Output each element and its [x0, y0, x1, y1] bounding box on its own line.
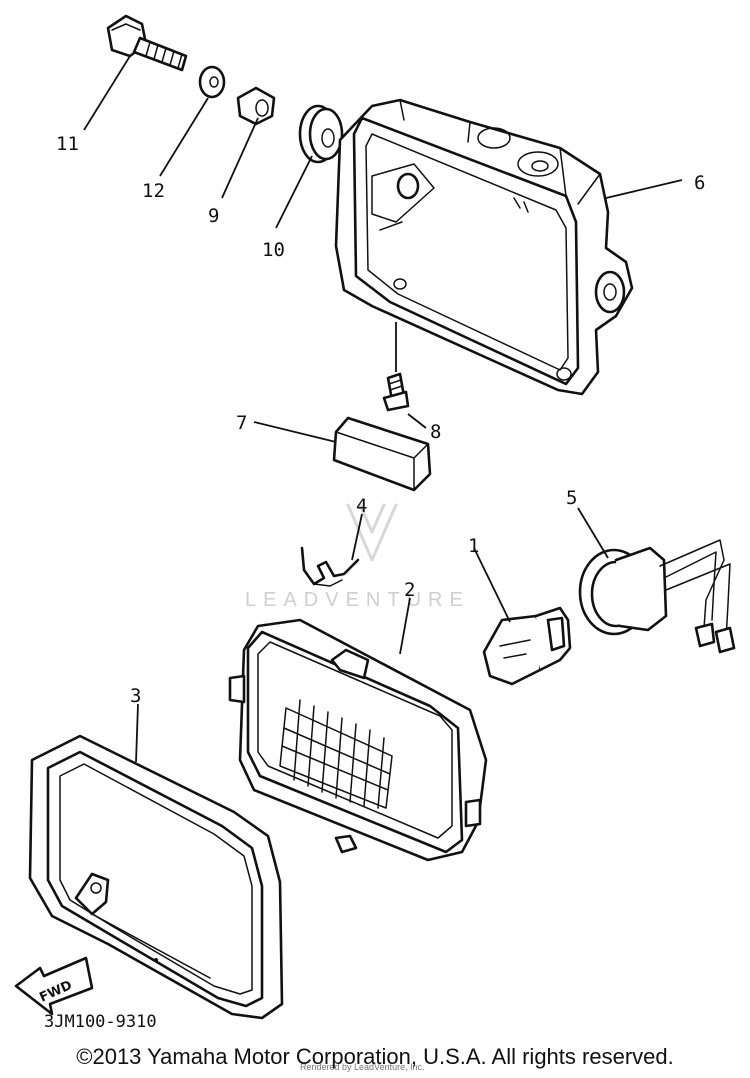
callout-6: 6	[694, 172, 705, 194]
fwd-arrow-icon: FWD	[14, 956, 94, 1016]
callout-4: 4	[356, 495, 367, 517]
callout-5: 5	[566, 487, 577, 509]
callout-9: 9	[208, 205, 219, 227]
diagram-code: 3JM100-9310	[44, 1012, 157, 1032]
part-11-bolt	[106, 14, 188, 72]
callout-10: 10	[262, 239, 285, 261]
callout-11: 11	[56, 133, 79, 155]
callout-3: 3	[130, 685, 141, 707]
callout-2: 2	[404, 579, 415, 601]
part-8-screw	[382, 372, 410, 412]
callout-labels: 11 12 9 10 6 7 8 4 5 1 2 3	[56, 133, 705, 707]
part-2-headlight-unit	[228, 618, 488, 862]
part-3-headlight-rim	[28, 734, 284, 1020]
leadventure-watermark: LEADVENTURE	[245, 503, 470, 611]
part-4-spring-clip	[300, 546, 360, 587]
part-10-grommet	[298, 104, 344, 164]
part-9-collar	[236, 86, 276, 126]
part-12-washer	[198, 65, 226, 99]
callout-8: 8	[430, 421, 441, 443]
part-1-bulb	[482, 606, 572, 686]
callout-1: 1	[468, 535, 479, 557]
watermark-text: LEADVENTURE	[245, 589, 470, 611]
rendered-by-credit: Rendered by LeadVenture, Inc.	[300, 1062, 425, 1072]
leader-lines	[83, 55, 683, 763]
callout-12: 12	[142, 180, 165, 202]
callout-7: 7	[236, 412, 247, 434]
part-7-block	[332, 416, 432, 492]
part-5-socket	[578, 539, 736, 654]
copyright-notice: ©2013 Yamaha Motor Corporation, U.S.A. A…	[76, 1044, 674, 1069]
part-6-headlight-housing	[334, 98, 634, 396]
